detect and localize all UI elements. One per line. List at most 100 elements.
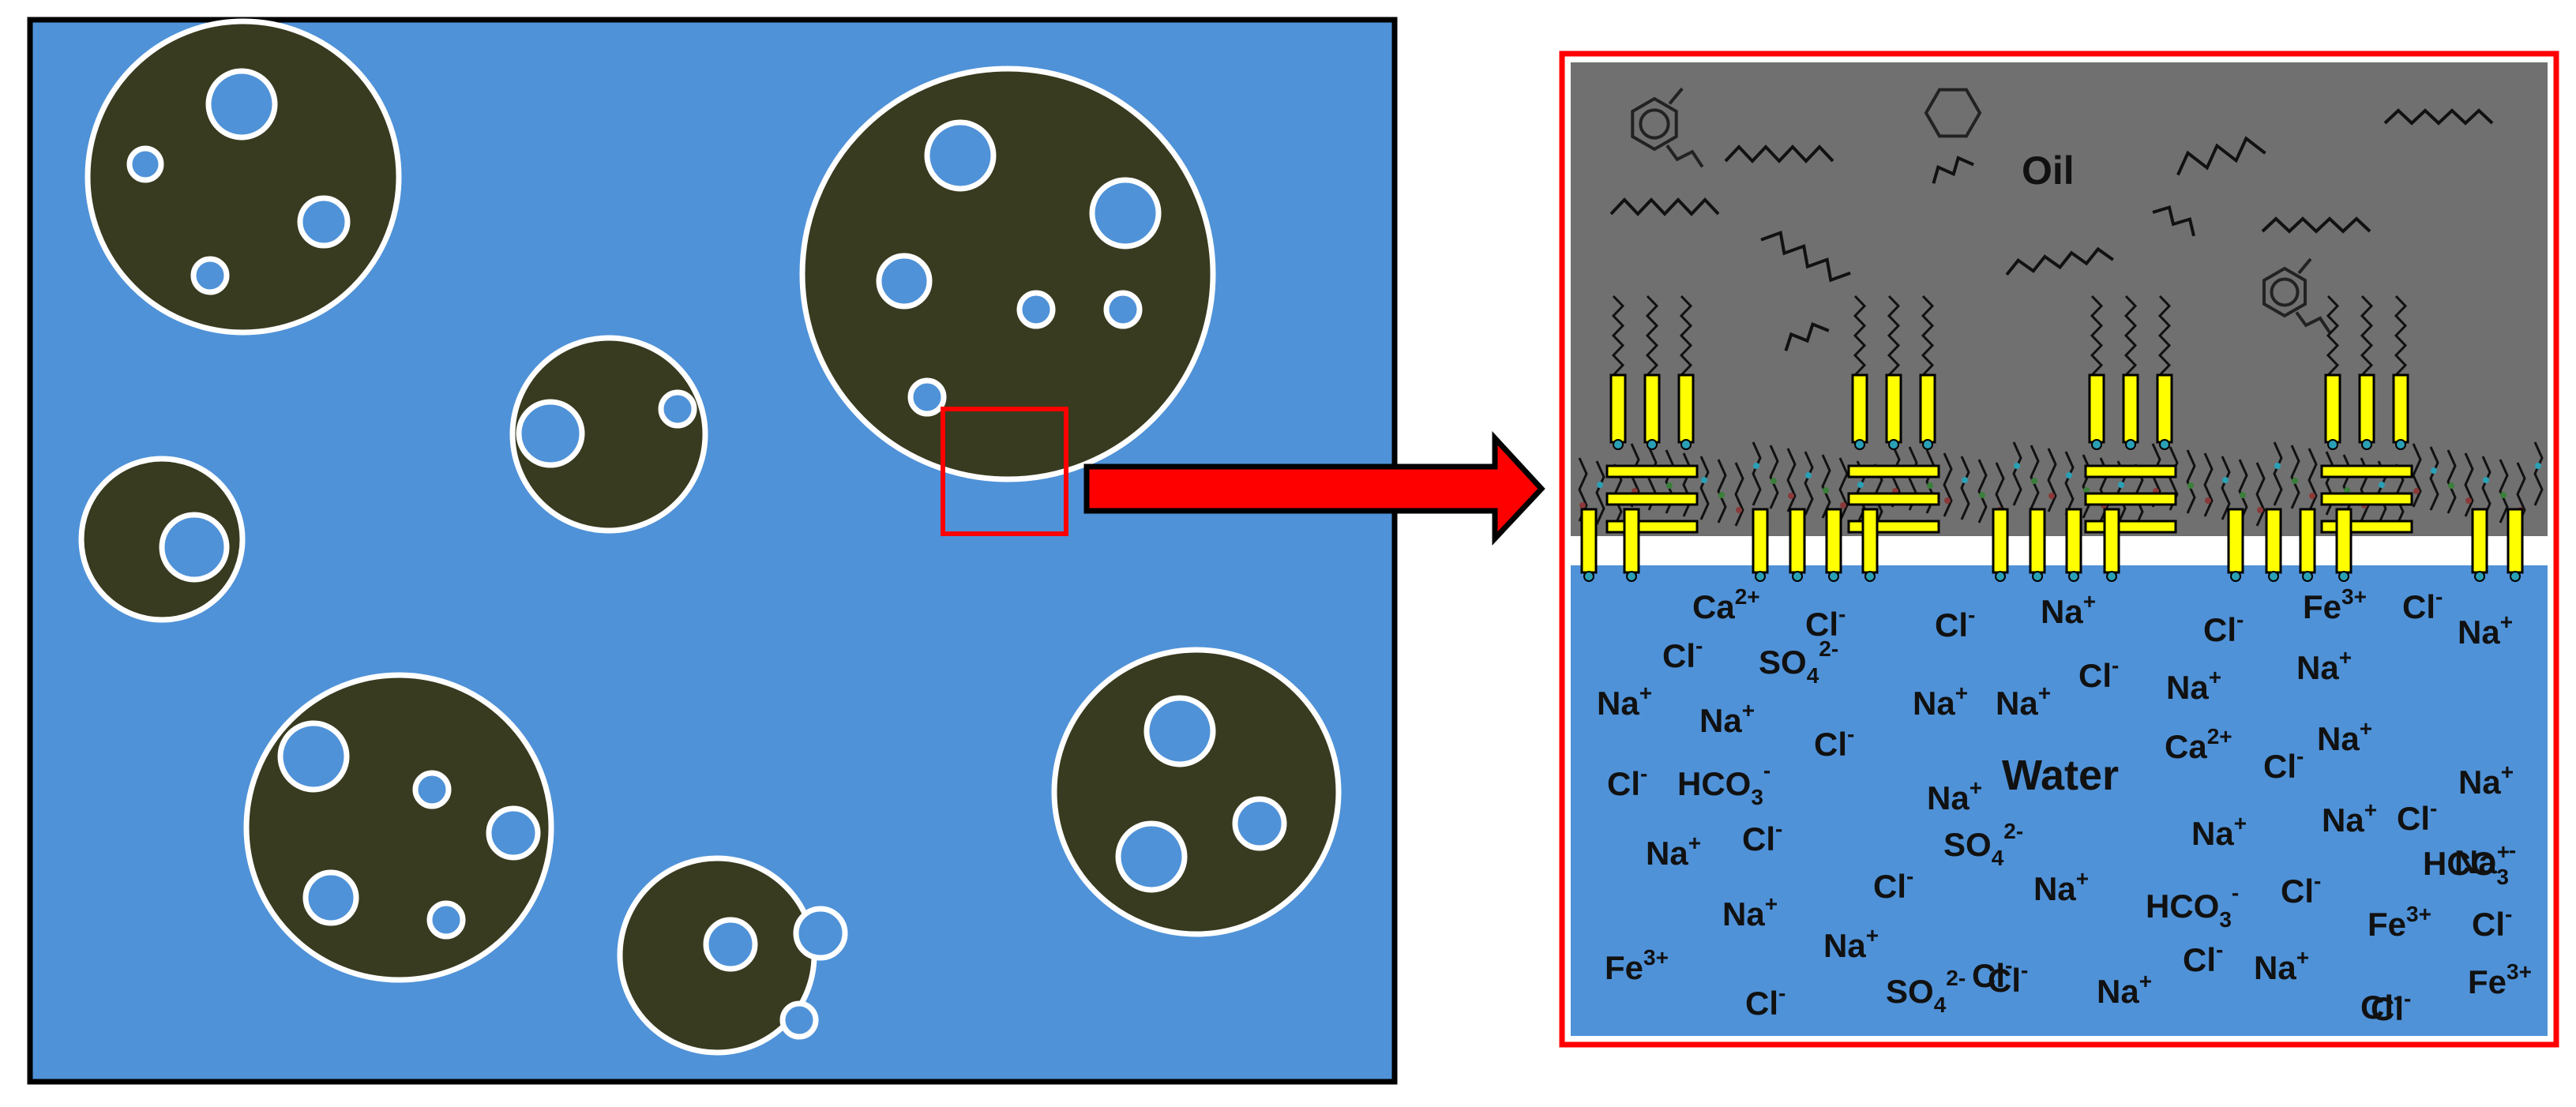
heteroatom-dot [1718, 492, 1725, 498]
ion-symbol: Cl [1873, 868, 1906, 905]
heteroatom-dot [2500, 492, 2507, 498]
ion-label: HCO3- [1677, 758, 1771, 809]
ion-label: Cl- [1742, 816, 1782, 857]
ion-label: Na+ [2322, 797, 2377, 839]
ion-charge: + [2083, 589, 2096, 614]
surfactant-rod [2122, 373, 2139, 444]
asphaltene-chain [1804, 451, 1814, 516]
ion-charge: + [2360, 716, 2372, 741]
oil-droplet [1051, 647, 1342, 937]
head-group [1922, 439, 1933, 450]
heteroatom-dot [1979, 492, 1985, 498]
zoom-arrow [1083, 431, 1545, 546]
interface-surfactant [2265, 508, 2282, 582]
ion-symbol: Fe [2368, 906, 2406, 943]
ion-symbol: HCO [2146, 887, 2219, 925]
head-group [1613, 439, 1624, 450]
ion-label: Na+ [1823, 923, 1879, 964]
heteroatom-dot [2274, 463, 2281, 469]
surfactant-rod [1643, 373, 1661, 444]
heteroatom-dot [2309, 493, 2315, 499]
ion-charge: + [1970, 775, 1982, 800]
head-group [1864, 571, 1876, 582]
ion-label: SO42- [1886, 966, 1966, 1017]
ion-label: SO42- [1943, 819, 2023, 870]
ion-symbol: Na [1927, 779, 1970, 816]
ion-symbol: Cl [1988, 962, 2021, 999]
asphaltene-chain [1960, 456, 1970, 520]
asphaltene-chain [1699, 456, 1710, 520]
ions: Ca2+Cl-Cl-Na+Cl-Fe3+Cl-Na+Cl-SO42-Na+Cl-… [1597, 584, 2532, 1027]
surfactant-rod [2507, 508, 2524, 574]
ion-charge: - [1775, 816, 1782, 841]
ion-symbol: Na [1823, 927, 1866, 964]
ion-symbol: Cl [1745, 985, 1778, 1022]
heteroatom-dot [1736, 507, 1742, 513]
asphaltene-chain [2255, 462, 2266, 527]
ion-charge: - [1968, 602, 1975, 627]
ion-symbol: Ca [1692, 588, 1735, 625]
surfactant-tail [1887, 295, 1901, 377]
head-group [2068, 571, 2079, 582]
ion-symbol: HCO [2423, 845, 2496, 882]
surfactant-rod [1623, 508, 1640, 574]
ion-charge: + [2076, 866, 2089, 891]
ion-label: Cl- [2360, 985, 2401, 1026]
ion-charge: - [2005, 953, 2012, 978]
ion-subscript: 3 [2496, 865, 2509, 889]
ion-charge: - [2112, 653, 2119, 677]
surfactant-rod [1580, 508, 1598, 574]
ion-label: Na+ [1927, 775, 1982, 816]
aromatic-ring-inner [2270, 277, 2300, 307]
water-phase [1571, 565, 2548, 1036]
surfactant-tail [1645, 295, 1659, 377]
asphaltene-chain [2238, 459, 2248, 523]
surfactant-rod [2088, 373, 2105, 444]
ion-label: Na+ [2041, 589, 2096, 630]
asphaltene-chain [1682, 452, 1692, 517]
surfactant-rod [1789, 508, 1806, 574]
ion-label: Cl- [1662, 633, 1703, 674]
surfactant-rod [2320, 492, 2413, 506]
heteroatom-dot [1857, 482, 1864, 488]
surfactant-tail [2394, 295, 2408, 377]
ion-label: Cl- [2371, 986, 2411, 1027]
ion-charge: + [1688, 831, 1701, 855]
asphaltene-chain [2308, 448, 2318, 512]
ion-symbol: Cl [2263, 748, 2296, 785]
surfactant-rod [2358, 373, 2375, 444]
ion-charge: + [2234, 811, 2247, 835]
asphaltene-chain [1838, 457, 1849, 522]
heteroatom-dot [1788, 493, 1794, 499]
heteroatom-dot [2413, 488, 2420, 494]
surfactant-rod [1847, 464, 1940, 478]
ion-label: Cl- [1972, 953, 2012, 994]
heteroatom-dot [2292, 478, 2298, 484]
surfactant-rod [1919, 373, 1936, 444]
ion-symbol: Na [2322, 801, 2364, 839]
ion-label: Na+ [1699, 698, 1755, 739]
surfactant-rod [2392, 373, 2409, 444]
ion-symbol: Na [2458, 764, 2501, 801]
ion-symbol: SO [1943, 826, 1992, 863]
water-label: Water [2002, 752, 2119, 799]
emulsion-panel [27, 17, 1398, 1085]
ion-charge: 3+ [2341, 584, 2367, 609]
ion-charge: 2- [2003, 819, 2023, 843]
ion-charge: - [2435, 584, 2443, 609]
surfactant-rod [2320, 520, 2413, 534]
surfactant-rod [2265, 508, 2282, 574]
aromatic-ring-inner [1639, 108, 1670, 140]
head-group [2361, 439, 2372, 450]
asphaltene-chain [2290, 445, 2300, 509]
ion-label: Cl- [1745, 981, 1786, 1022]
ion-charge: - [2505, 902, 2512, 926]
water-inclusion [1103, 290, 1143, 329]
heteroatom-dot [1666, 482, 1673, 489]
heteroatom-dot [2118, 482, 2124, 488]
ion-subscript: 4 [1807, 663, 1819, 688]
alkyl-tail [1665, 144, 1704, 168]
ion-symbol: Na [2166, 669, 2209, 706]
heteroatom-dot [1701, 477, 1707, 483]
